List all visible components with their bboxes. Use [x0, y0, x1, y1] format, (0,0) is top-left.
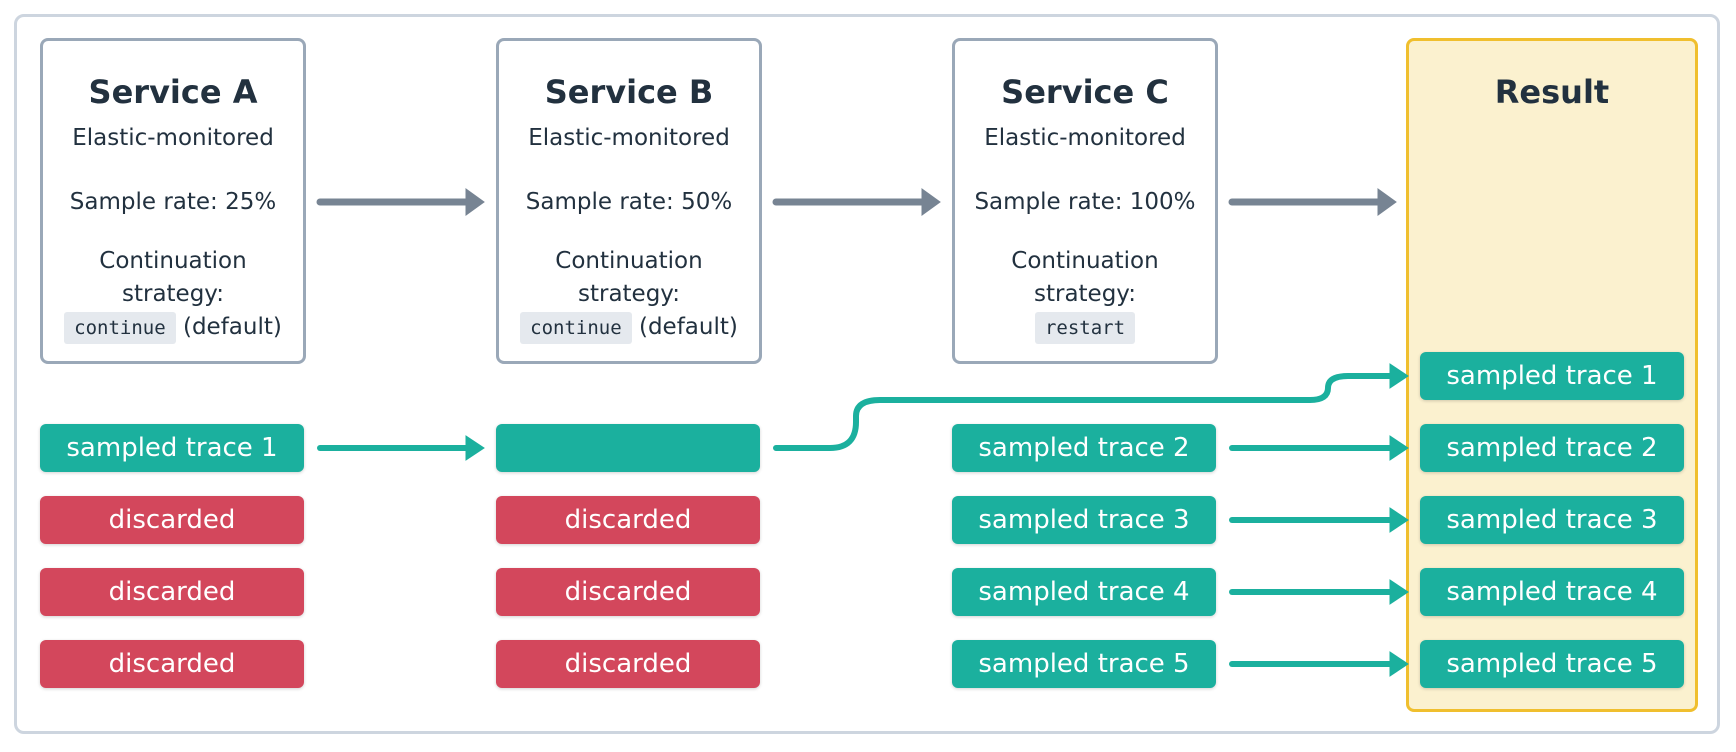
result-trace-4: sampled trace 4 — [1420, 568, 1684, 616]
service-b-discarded-3: discarded — [496, 568, 760, 616]
service-b-continuation: Continuation strategy: continue (default… — [499, 245, 759, 344]
service-c-trace-5: sampled trace 5 — [952, 640, 1216, 688]
service-a-trace-1: sampled trace 1 — [40, 424, 304, 472]
result-title: Result — [1494, 73, 1610, 111]
service-a-discarded-2: discarded — [40, 496, 304, 544]
arrow-head — [921, 188, 941, 216]
strategy-label: strategy: — [577, 281, 680, 307]
service-c-title: Service C — [1001, 73, 1169, 111]
result-trace-3: sampled trace 3 — [1420, 496, 1684, 544]
service-c-trace-4: sampled trace 4 — [952, 568, 1216, 616]
service-c-subtitle: Elastic-monitored — [984, 125, 1186, 151]
arrow-head — [1389, 507, 1409, 533]
service-a-continuation: Continuation strategy: continue (default… — [43, 245, 303, 344]
service-a-discarded-4: discarded — [40, 640, 304, 688]
arrow-trace1-b-to-result — [773, 373, 1395, 451]
service-flow-arrows — [316, 188, 1397, 216]
service-b-subtitle: Elastic-monitored — [528, 125, 730, 151]
service-a-subtitle: Elastic-monitored — [72, 125, 274, 151]
arrow-head — [1389, 579, 1409, 605]
service-c-trace-3: sampled trace 3 — [952, 496, 1216, 544]
service-b-sample-rate: Sample rate: 50% — [525, 189, 733, 215]
continuation-label: Continuation — [99, 248, 247, 274]
service-c-sample-rate: Sample rate: 100% — [974, 189, 1196, 215]
arrow-head — [465, 188, 485, 216]
service-c-continuation: Continuation strategy: restart — [955, 245, 1215, 344]
continuation-label: Continuation — [555, 248, 703, 274]
arrow-head — [1377, 188, 1397, 216]
arrow-head — [1389, 651, 1409, 677]
strategy-code: restart — [1034, 312, 1136, 344]
service-a-box: Service A Elastic-monitored Sample rate:… — [40, 38, 306, 364]
service-a-title: Service A — [88, 73, 258, 111]
strategy-code: continue — [520, 312, 632, 344]
result-trace-1: sampled trace 1 — [1420, 352, 1684, 400]
service-a-sample-rate: Sample rate: 25% — [69, 189, 277, 215]
strategy-code: continue — [64, 312, 176, 344]
arrow-head — [465, 435, 485, 461]
strategy-suffix: (default) — [638, 314, 738, 340]
service-b-title: Service B — [544, 73, 714, 111]
arrow-head — [1389, 363, 1409, 389]
strategy-label: strategy: — [121, 281, 224, 307]
service-b-discarded-2: discarded — [496, 496, 760, 544]
service-c-trace-2: sampled trace 2 — [952, 424, 1216, 472]
service-b-box: Service B Elastic-monitored Sample rate:… — [496, 38, 762, 364]
strategy-suffix: (default) — [182, 314, 282, 340]
arrow-head — [1389, 435, 1409, 461]
result-trace-2: sampled trace 2 — [1420, 424, 1684, 472]
service-b-trace-1 — [496, 424, 760, 472]
service-c-box: Service C Elastic-monitored Sample rate:… — [952, 38, 1218, 364]
strategy-label: strategy: — [1033, 281, 1136, 307]
service-a-discarded-3: discarded — [40, 568, 304, 616]
result-trace-5: sampled trace 5 — [1420, 640, 1684, 688]
continuation-label: Continuation — [1011, 248, 1159, 274]
service-b-discarded-4: discarded — [496, 640, 760, 688]
trace-flow-arrows — [317, 363, 1409, 677]
